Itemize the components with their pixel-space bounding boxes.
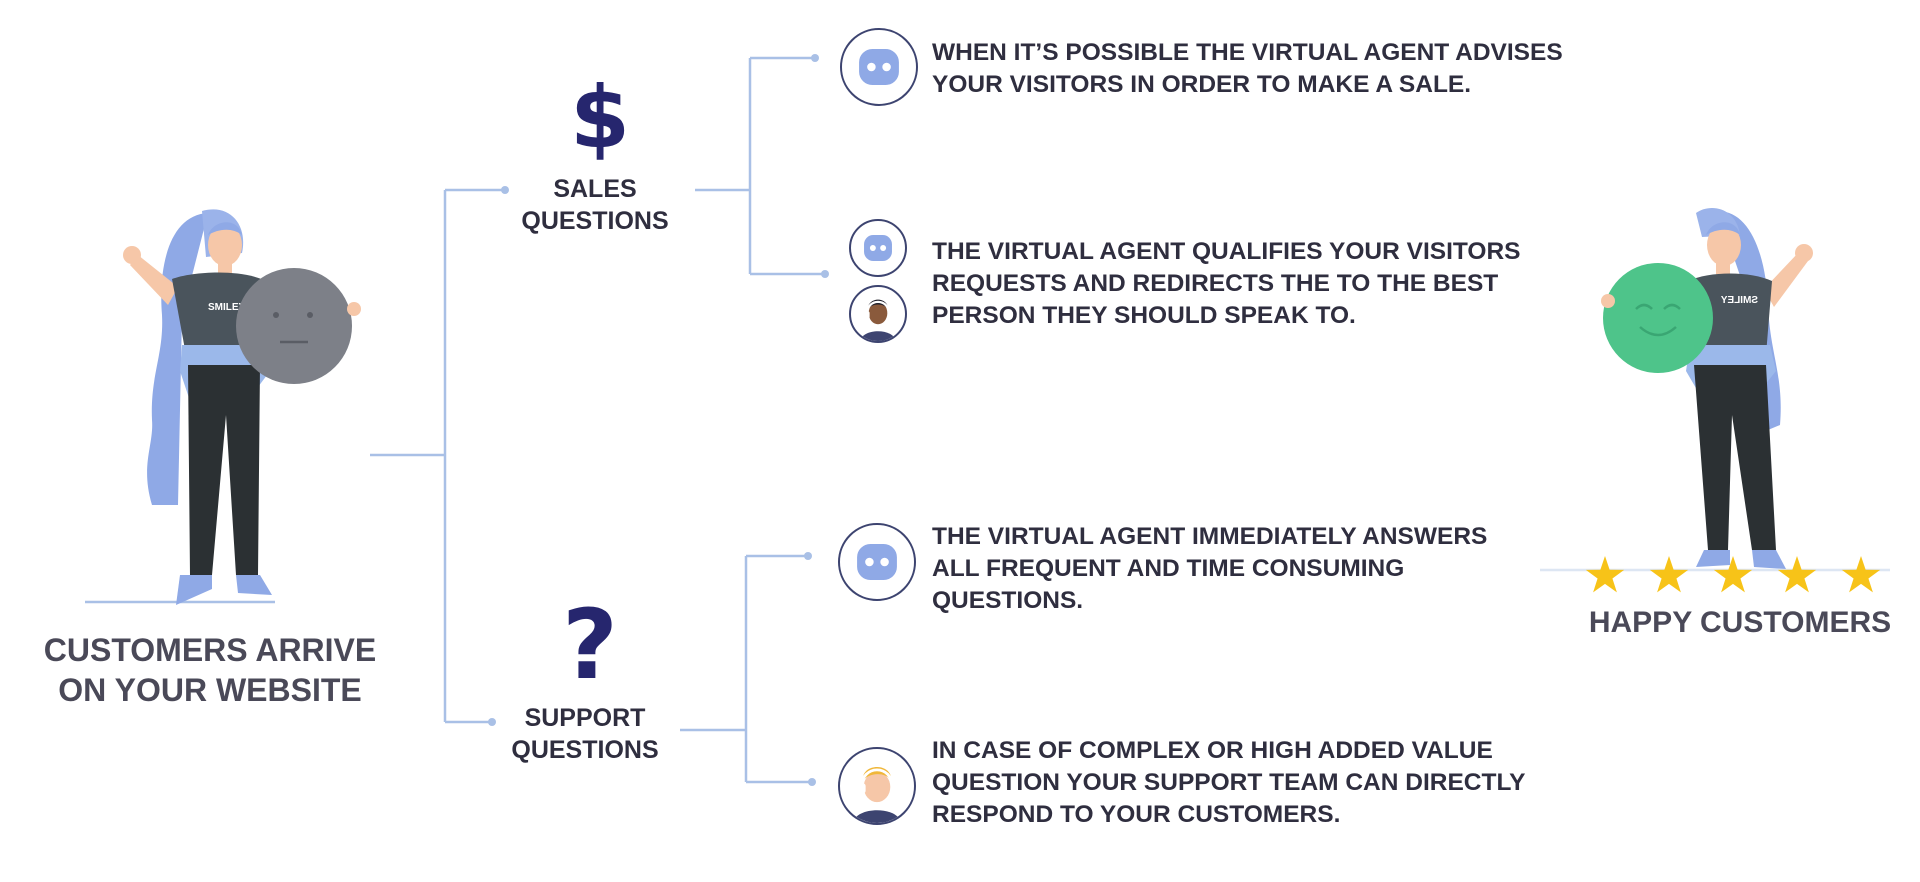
end-caption: HAPPY CUSTOMERS (1588, 606, 1892, 639)
outcome-support-team: IN CASE OF COMPLEX OR HIGH ADDED VALUE Q… (932, 735, 1526, 831)
connector-dot (501, 186, 509, 194)
robot-avatar-icon (838, 523, 916, 601)
sad-face-ball (236, 268, 352, 384)
start-caption: CUSTOMERS ARRIVE ON YOUR WEBSITE (20, 630, 400, 710)
start-caption-line-2: ON YOUR WEBSITE (58, 672, 362, 708)
robot-avatar-icon (840, 28, 918, 106)
connector-dot (488, 718, 496, 726)
outcome-line: QUESTION YOUR SUPPORT TEAM CAN DIRECTLY (932, 769, 1526, 796)
star-icon (1777, 556, 1817, 593)
rating-stars (1585, 556, 1895, 596)
connector-dot (804, 552, 812, 560)
star-icon (1713, 556, 1753, 593)
happy-customer-illustration: SMILEY (1601, 208, 1813, 569)
question-icon: ? (562, 589, 618, 701)
outcome-sales-advise: WHEN IT’S POSSIBLE THE VIRTUAL AGENT ADV… (932, 37, 1563, 101)
upset-customer-illustration: SMILEY (123, 209, 361, 605)
left-shirt-text: SMILEY (208, 302, 246, 313)
support-label-line-1: SUPPORT (524, 704, 646, 732)
sales-label-line-2: QUESTIONS (521, 207, 669, 235)
connector-dot (811, 54, 819, 62)
start-caption-line-1: CUSTOMERS ARRIVE (43, 632, 377, 668)
support-label-line-2: QUESTIONS (511, 736, 659, 764)
star-icon (1841, 556, 1881, 593)
connector-dot (821, 270, 829, 278)
sales-label-line-1: SALES (553, 175, 637, 203)
happy-face-ball (1603, 263, 1713, 373)
outcome-line: ALL FREQUENT AND TIME CONSUMING (932, 555, 1405, 582)
outcome-line: PERSON THEY SHOULD SPEAK TO. (932, 302, 1356, 329)
human-agent-avatar-icon (849, 285, 907, 343)
dollar-icon: $ (570, 68, 630, 168)
outcome-support-answer: THE VIRTUAL AGENT IMMEDIATELY ANSWERS AL… (932, 521, 1487, 617)
sales-questions-label: SALES QUESTIONS (500, 173, 690, 237)
outcome-sales-qualify: THE VIRTUAL AGENT QUALIFIES YOUR VISITOR… (932, 236, 1521, 332)
support-questions-label: SUPPORT QUESTIONS (490, 702, 680, 766)
outcome-line: RESPOND TO YOUR CUSTOMERS. (932, 801, 1341, 828)
support-agent-avatar-icon (838, 747, 916, 825)
outcome-line: IN CASE OF COMPLEX OR HIGH ADDED VALUE (932, 737, 1493, 764)
outcome-line: THE VIRTUAL AGENT QUALIFIES YOUR VISITOR… (932, 238, 1521, 265)
robot-avatar-icon (849, 219, 907, 277)
outcome-line: REQUESTS AND REDIRECTS THE TO THE BEST (932, 270, 1499, 297)
connector-dot (808, 778, 816, 786)
outcome-line: WHEN IT’S POSSIBLE THE VIRTUAL AGENT ADV… (932, 39, 1563, 66)
outcome-line: YOUR VISITORS IN ORDER TO MAKE A SALE. (932, 71, 1472, 98)
right-shirt-text: SMILEY (1720, 295, 1758, 306)
star-icon (1585, 556, 1625, 593)
outcome-line: THE VIRTUAL AGENT IMMEDIATELY ANSWERS (932, 523, 1488, 550)
outcome-line: QUESTIONS. (932, 587, 1084, 614)
star-icon (1649, 556, 1689, 593)
